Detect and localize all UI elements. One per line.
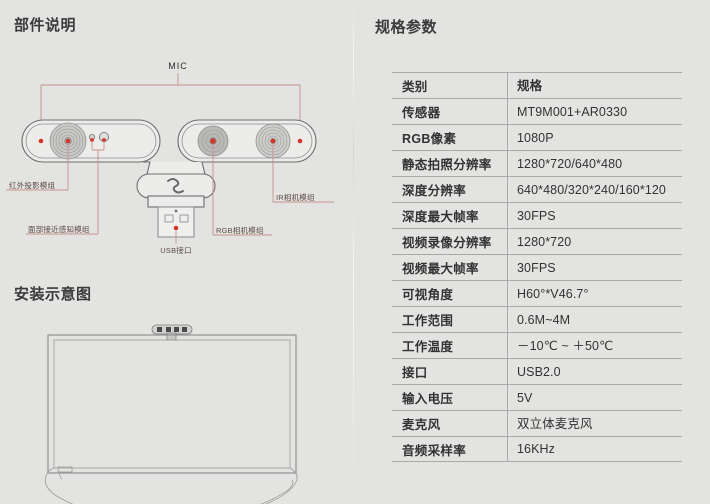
parts-section-title: 部件说明	[14, 17, 77, 34]
spec-category-cell: 深度分辨率	[402, 184, 467, 198]
spec-value-cell: 0.6M~4M	[507, 306, 682, 333]
panel-divider	[353, 0, 354, 504]
spec-category-cell: 麦克风	[402, 418, 441, 432]
spec-category-cell: 深度最大帧率	[402, 210, 479, 224]
spec-value-cell: 双立体麦克风	[507, 410, 682, 437]
spec-value-cell: 规格	[507, 72, 682, 99]
spec-value-cell: 1280*720	[507, 228, 682, 255]
spec-value-cell: －10℃ ~ ＋50℃	[507, 332, 682, 359]
spec-section-title: 规格参数	[375, 19, 438, 36]
table-row: RGB像素 1080P	[392, 124, 682, 151]
spec-category-cell: 工作温度	[402, 340, 454, 354]
label-ir-projector: 红外投影模组	[9, 180, 55, 190]
spec-category-cell: 视频录像分辨率	[402, 236, 492, 250]
spec-category-cell: 可视角度	[402, 288, 454, 302]
table-row: 可视角度 H60°*V46.7°	[392, 280, 682, 307]
mic-dot-right	[297, 138, 303, 144]
label-face-proximity: 面部接近感知模组	[28, 224, 90, 234]
mic-dot-left	[38, 138, 44, 144]
spec-value-cell: 30FPS	[507, 202, 682, 229]
table-row: 视频最大帧率 30FPS	[392, 254, 682, 281]
table-row: 工作温度 －10℃ ~ ＋50℃	[392, 332, 682, 359]
table-row: 传感器 MT9M001+AR0330	[392, 98, 682, 125]
table-row: 静态拍照分辨率 1280*720/640*480	[392, 150, 682, 177]
spec-value-cell: MT9M001+AR0330	[507, 98, 682, 125]
spec-category-cell: 传感器	[402, 106, 441, 120]
spec-value-cell: 5V	[507, 384, 682, 411]
spec-category-cell: 静态拍照分辨率	[402, 158, 492, 172]
spec-category-cell: 接口	[402, 366, 428, 380]
table-row: 工作范围 0.6M~4M	[392, 306, 682, 333]
install-diagram	[44, 324, 298, 504]
spec-value-cell: 30FPS	[507, 254, 682, 281]
parts-diagram: MIC	[6, 61, 334, 255]
table-row: 接口 USB2.0	[392, 358, 682, 385]
spec-value-cell: 640*480/320*240/160*120	[507, 176, 682, 203]
spec-category-cell: 音频采样率	[402, 443, 467, 458]
spec-category-cell: 输入电压	[402, 392, 454, 406]
spec-category-cell: 类别	[402, 80, 428, 94]
label-ir-camera: IR相机模组	[276, 192, 315, 202]
spec-category-cell: RGB像素	[402, 132, 457, 146]
label-usb-port: USB接口	[160, 245, 191, 255]
spec-category-cell: 视频最大帧率	[402, 262, 479, 276]
label-mic: MIC	[168, 61, 188, 71]
spec-value-cell: 1080P	[507, 124, 682, 151]
spec-value-cell: 1280*720/640*480	[507, 150, 682, 177]
table-row: 输入电压 5V	[392, 384, 682, 411]
label-rgb-camera: RGB相机模组	[216, 225, 264, 235]
table-row: 音频采样率 16KHz	[392, 436, 682, 462]
install-section-title: 安装示意图	[14, 286, 92, 303]
table-row: 视频录像分辨率 1280*720	[392, 228, 682, 255]
table-row: 类别 规格	[392, 72, 682, 99]
table-row: 麦克风 双立体麦克风	[392, 410, 682, 437]
table-row: 深度分辨率 640*480/320*240/160*120	[392, 176, 682, 203]
spec-value-cell: 16KHz	[507, 436, 682, 462]
spec-category-cell: 工作范围	[402, 314, 454, 328]
table-row: 深度最大帧率 30FPS	[392, 202, 682, 229]
spec-value-cell: H60°*V46.7°	[507, 280, 682, 307]
spec-value-cell: USB2.0	[507, 358, 682, 385]
